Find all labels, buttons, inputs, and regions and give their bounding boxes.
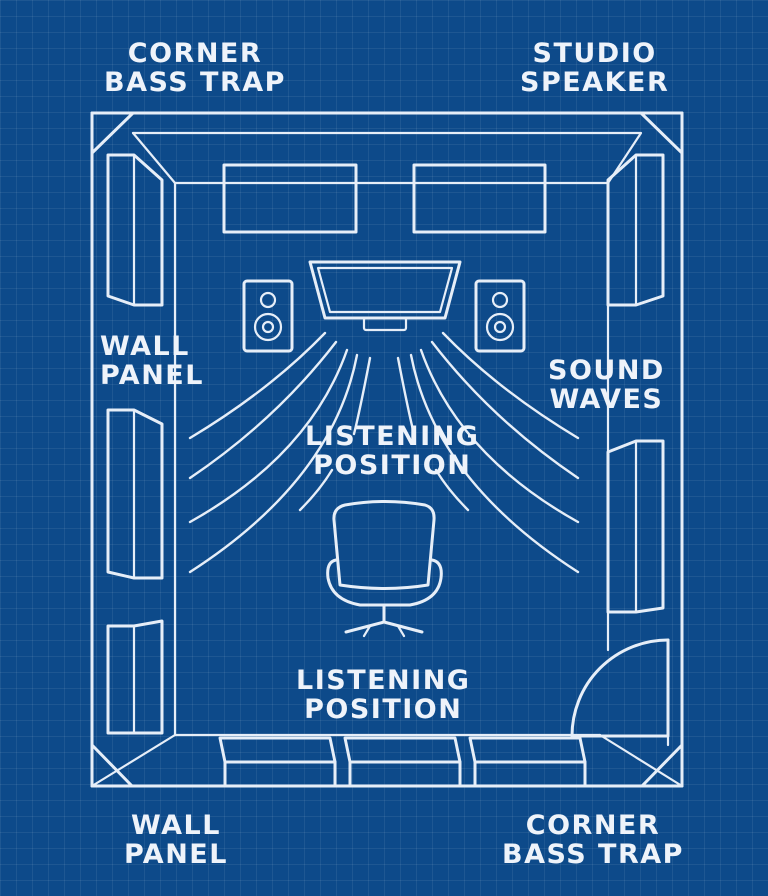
label-corner-bass-trap-top: CORNER BASS TRAP <box>104 38 286 98</box>
wall-panel-left-1 <box>106 153 164 307</box>
label-studio-speaker: STUDIO SPEAKER <box>520 38 670 98</box>
sound-waves-left <box>188 331 372 574</box>
corner-bass-trap-bottom-right <box>640 743 684 788</box>
wall-panel-right-2 <box>606 439 665 614</box>
label-corner-bass-trap-bottom: CORNER BASS TRAP <box>502 810 684 870</box>
wall-panel-front-left <box>222 163 358 234</box>
wall-panel-front-right <box>412 163 547 234</box>
door-icon <box>570 638 670 747</box>
corner-bass-trap-bottom-left <box>90 743 134 788</box>
speaker-icon-left <box>242 279 294 353</box>
label-listening-position-bottom: LISTENING POSITION <box>296 665 471 725</box>
wall-panel-rear-1 <box>218 736 337 788</box>
wall-panel-right-1 <box>606 153 665 307</box>
label-wall-panel-left: WALL PANEL <box>100 331 204 391</box>
label-sound-waves: SOUND WAVES <box>548 355 665 415</box>
label-wall-panel-bottom: WALL PANEL <box>124 810 228 870</box>
monitor-icon <box>308 260 462 332</box>
corner-bass-trap-top-left <box>90 111 135 155</box>
speaker-icon-right <box>474 279 526 353</box>
sound-waves-right <box>396 331 580 574</box>
corner-bass-trap-top-right <box>639 111 684 155</box>
wall-panel-left-2 <box>106 408 164 580</box>
wall-panel-rear-2 <box>343 736 462 788</box>
label-listening-position-center: LISTENING POSITION <box>305 421 480 481</box>
wall-panel-left-3 <box>106 619 164 735</box>
office-chair-icon <box>326 500 443 638</box>
wall-panel-rear-3 <box>468 736 587 788</box>
